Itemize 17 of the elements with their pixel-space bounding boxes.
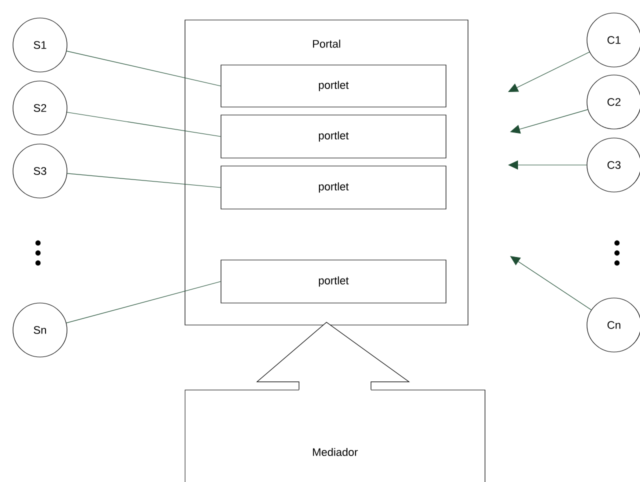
circle-node: Sn [12,302,68,358]
portlet-box: portlet [220,260,446,304]
block-arrow [256,322,410,390]
connector-line [66,112,221,137]
connector-line [66,281,221,324]
circle-node: S2 [12,80,68,136]
arrow [510,256,592,310]
portlet-box: portlet [220,114,446,158]
connector-line [66,173,221,188]
circle-node: S3 [12,144,68,198]
mediator-box: Mediador [184,390,486,482]
portlet-box: portlet [220,166,446,210]
connector-line [66,50,221,86]
arrow [508,52,590,92]
arrow [510,109,588,134]
portlet-box: portlet [220,64,446,108]
circle-node: S1 [12,18,68,72]
